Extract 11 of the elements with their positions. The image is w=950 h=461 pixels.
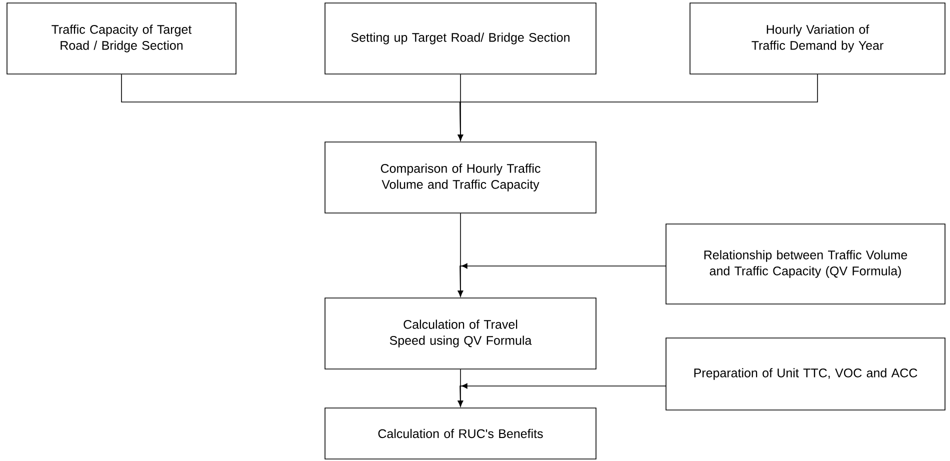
arrow <box>458 263 666 297</box>
process-box: Relationship between Traffic Volume and Traffic Capacity (QV Formula) <box>666 224 946 304</box>
process-box: Comparison of Hourly Traffic Volume and Traffic Capacity <box>324 142 596 214</box>
process-box: Calculation of Travel Speed using QV Formula <box>324 298 596 370</box>
process-box: Preparation of Unit TTC, VOC and ACC <box>666 338 946 410</box>
process-box: Traffic Capacity of Target Road / Bridge Section <box>6 2 236 74</box>
arrow <box>458 74 818 141</box>
process-box: Hourly Variation of Traffic Demand by Year <box>690 2 946 74</box>
process-box: Setting up Target Road/ Bridge Section <box>324 2 596 74</box>
arrow <box>458 383 666 407</box>
process-box: Calculation of RUC's Benefits <box>324 408 596 460</box>
